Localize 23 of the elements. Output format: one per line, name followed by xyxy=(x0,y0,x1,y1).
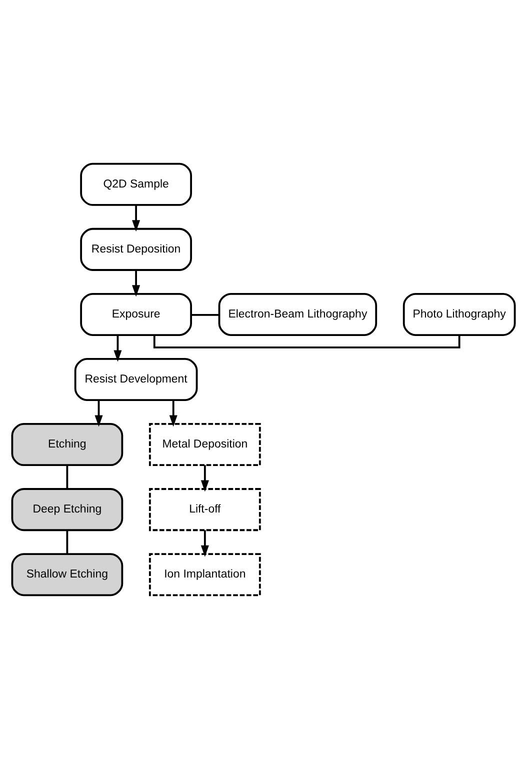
arrow xyxy=(200,530,209,557)
arrow xyxy=(169,400,178,427)
node-box: Deep Etching xyxy=(11,488,124,532)
node-box: Resist Development xyxy=(74,358,198,402)
arrow xyxy=(114,335,122,362)
connector xyxy=(191,314,220,316)
arrow xyxy=(94,400,103,427)
node-box: Metal Deposition xyxy=(148,423,261,466)
node-box: Etching xyxy=(11,423,124,466)
node-box: Shallow Etching xyxy=(11,553,124,596)
node-box: Photo Lithography xyxy=(402,292,516,336)
arrow xyxy=(132,270,140,297)
node-box: Ion Implantation xyxy=(148,553,261,596)
node-box: Q2D Sample xyxy=(80,162,192,206)
connector xyxy=(66,465,68,489)
connector xyxy=(66,530,68,554)
arrow xyxy=(132,204,140,232)
node-box: Lift-off xyxy=(148,488,261,532)
node-box: Exposure xyxy=(80,292,192,336)
connector xyxy=(153,335,460,348)
node-box: Resist Deposition xyxy=(80,228,192,271)
node-box: Electron-Beam Lithography xyxy=(218,292,378,336)
arrow xyxy=(200,465,209,492)
